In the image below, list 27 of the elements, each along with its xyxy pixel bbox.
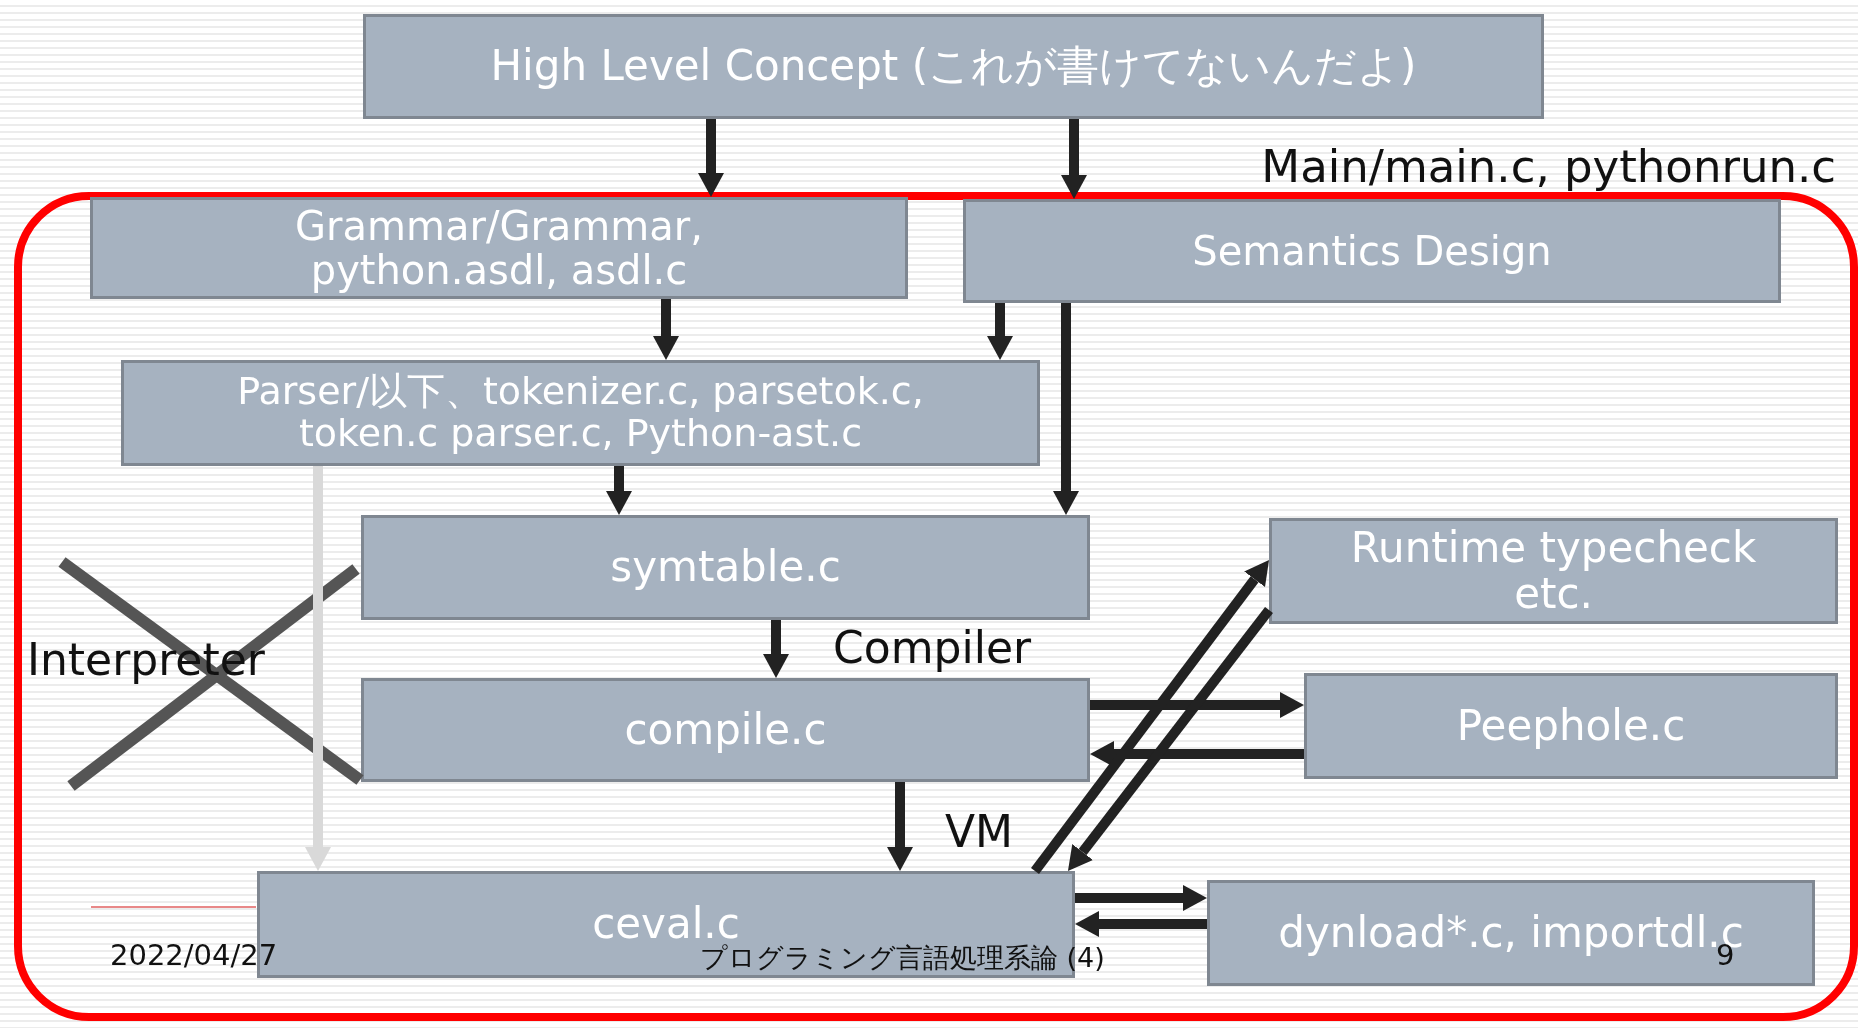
process-box: Semantics Design	[963, 199, 1781, 303]
process-box: Runtime typecheck etc.	[1269, 518, 1838, 624]
arrow	[1075, 885, 1207, 911]
arrow	[1090, 741, 1304, 767]
arrow	[1053, 303, 1079, 515]
process-box: symtable.c	[361, 515, 1090, 620]
annotation-text: VM	[945, 806, 1014, 857]
arrow	[653, 299, 679, 360]
annotation-text: Compiler	[833, 622, 1032, 673]
arrow	[987, 303, 1013, 360]
process-box: Parser/以下、tokenizer.c, parsetok.c, token.c parser.c, Python-ast.c	[121, 360, 1040, 466]
process-box: compile.c	[361, 678, 1090, 782]
arrow	[763, 620, 789, 678]
arrow	[1067, 606, 1273, 871]
arrow	[606, 466, 632, 515]
process-box: Peephole.c	[1304, 673, 1838, 779]
arrow	[1031, 560, 1270, 874]
process-box: Grammar/Grammar, python.asdl, asdl.c	[90, 197, 908, 299]
footer-text: 2022/04/27	[110, 938, 278, 972]
arrow	[1090, 692, 1304, 718]
arrow	[1061, 119, 1087, 199]
arrow	[698, 119, 724, 197]
frame-heading: Main/main.c, pythonrun.c	[1261, 140, 1836, 193]
arrow	[305, 466, 331, 871]
arrow	[887, 782, 913, 871]
process-box: High Level Concept (これが書けてないんだよ)	[363, 14, 1544, 119]
arrow	[1075, 911, 1207, 937]
